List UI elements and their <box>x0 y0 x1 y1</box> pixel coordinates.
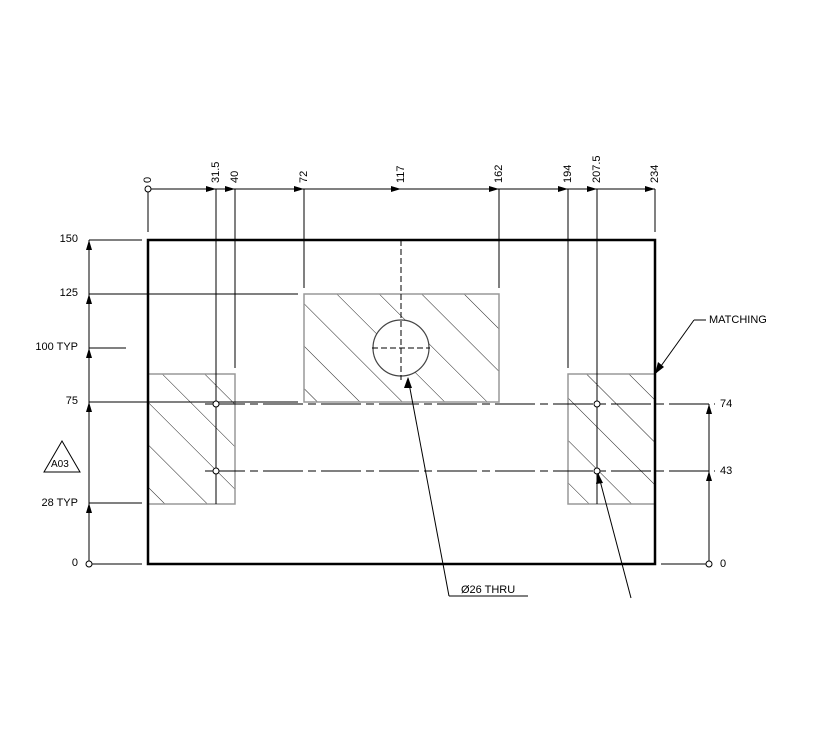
matching-leader-arrow <box>655 362 664 374</box>
left-arrows <box>86 240 92 513</box>
datum-triangle <box>43 440 81 473</box>
pin-points <box>212 400 601 475</box>
left-pad-hatch <box>147 373 236 505</box>
hole-leader <box>407 377 528 597</box>
hole-centerlines <box>372 240 430 380</box>
pin-leader-arrow <box>596 473 603 484</box>
top-arrows <box>206 186 655 192</box>
pin-leader <box>597 472 632 599</box>
right-pad-hatch <box>567 373 656 505</box>
pin-centerlines <box>205 403 715 472</box>
right-ordinate-dimensions <box>661 404 713 568</box>
matching-leader <box>655 319 706 374</box>
hole-leader-arrow <box>404 377 412 388</box>
right-arrows <box>706 404 712 481</box>
